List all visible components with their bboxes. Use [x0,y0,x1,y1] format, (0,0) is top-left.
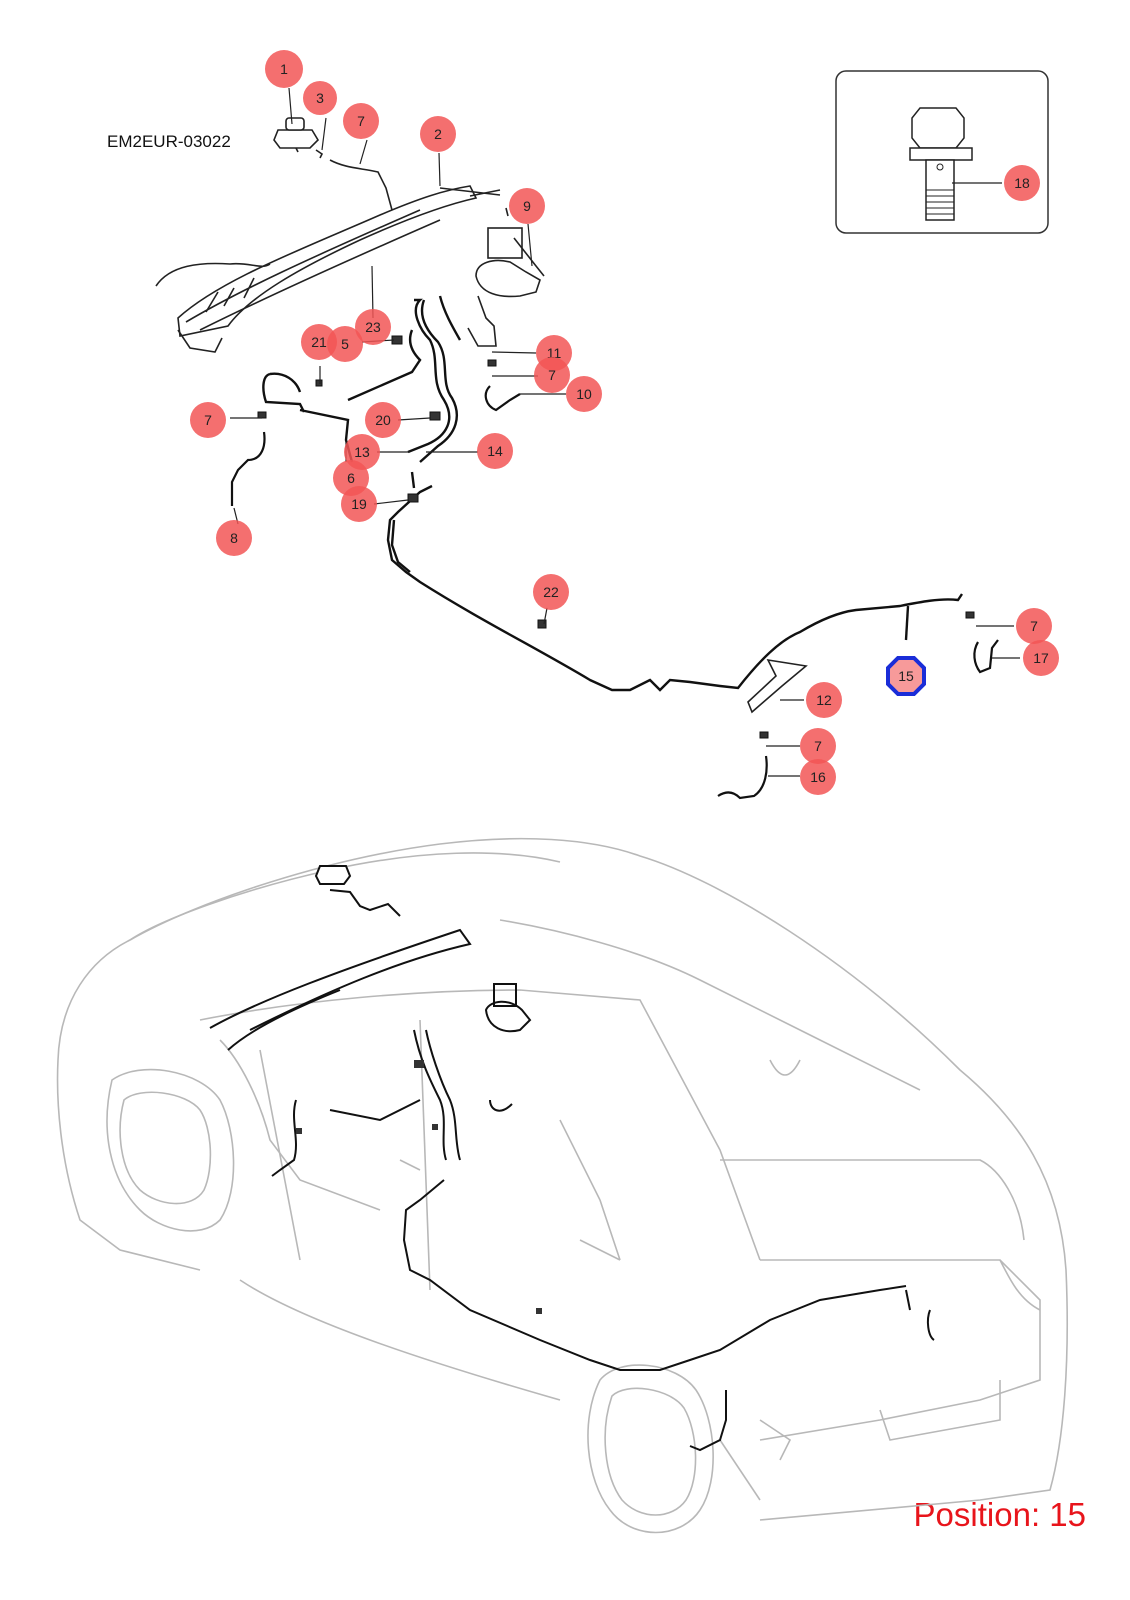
svg-text:16: 16 [810,769,826,785]
callout-18[interactable]: 18 [1004,165,1040,201]
svg-text:5: 5 [341,336,349,352]
svg-text:23: 23 [365,319,381,335]
svg-text:7: 7 [357,113,365,129]
svg-text:10: 10 [576,386,592,402]
svg-text:19: 19 [351,496,367,512]
callout-9[interactable]: 9 [509,188,545,224]
callout-4[interactable]: 7 [343,103,379,139]
svg-text:6: 6 [347,470,355,486]
callout-3[interactable]: 3 [303,81,337,115]
callout-7a[interactable]: 7 [534,357,570,393]
front-subframe [155,185,501,353]
car-outline [56,837,1069,1534]
callout-19[interactable]: 19 [341,486,377,522]
svg-text:7: 7 [814,738,822,754]
diagram-code: EM2EUR-03022 [107,132,231,151]
svg-text:3: 3 [316,90,324,106]
brake-lines [262,295,963,692]
callout-8[interactable]: 8 [216,520,252,556]
svg-text:9: 9 [523,198,531,214]
callout-13[interactable]: 14 [477,433,513,469]
position-label: Position: 15 [913,1496,1086,1533]
svg-text:12: 12 [816,692,832,708]
svg-text:1: 1 [280,61,288,77]
callout-5[interactable]: 5 [327,326,363,362]
callout-20[interactable]: 20 [365,402,401,438]
fittings [257,335,975,739]
svg-text:18: 18 [1014,175,1030,191]
callout-2[interactable]: 2 [420,116,456,152]
callout-23[interactable]: 23 [355,309,391,345]
callout-7c[interactable]: 7 [1016,608,1052,644]
svg-text:14: 14 [487,443,503,459]
reservoir [273,117,393,211]
svg-text:11: 11 [547,345,562,361]
svg-text:22: 22 [543,584,559,600]
callout-1[interactable]: 1 [265,50,303,88]
car-parts-solid [296,1060,542,1314]
callout-21[interactable]: 21 [301,324,337,360]
svg-text:7: 7 [548,367,556,383]
callout-15[interactable]: 15 [886,656,926,696]
car-brake-lines [209,865,935,1452]
callout-10[interactable]: 10 [566,376,602,412]
callout-17[interactable]: 17 [1023,640,1059,676]
callout-22[interactable]: 22 [533,574,569,610]
brake-hoses [230,385,999,800]
svg-text:7: 7 [1030,618,1038,634]
svg-text:17: 17 [1033,650,1049,666]
svg-text:2: 2 [434,126,442,142]
svg-text:13: 13 [354,444,370,460]
svg-text:7: 7 [204,412,212,428]
svg-text:15: 15 [898,668,914,684]
bolt-inset [835,70,1049,234]
callout-7b[interactable]: 7 [190,402,226,438]
rear-bracket [747,658,808,714]
callouts: 1 3 7 2 9 23 21 5 11 7 10 7 20 13 14 6 1… [190,50,1059,795]
callout-14[interactable]: 12 [806,682,842,718]
abs-unit [467,207,545,347]
svg-text:21: 21 [311,334,327,350]
svg-text:8: 8 [230,530,238,546]
callout-16[interactable]: 16 [800,759,836,795]
callout-7d[interactable]: 7 [800,728,836,764]
svg-text:20: 20 [375,412,391,428]
